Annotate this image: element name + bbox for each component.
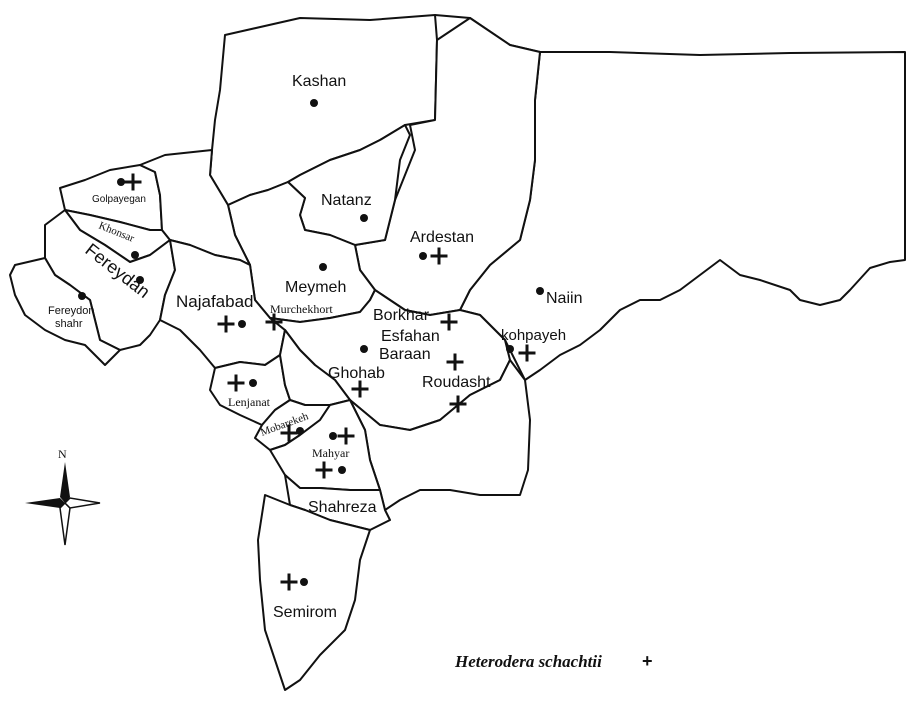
label-esfahan: Esfahan [381,328,440,345]
region-fereydon-shahr [9,257,121,366]
dot-naiin [536,287,544,295]
plus-murchekhort [265,313,283,331]
plus-lenjanat [227,374,245,392]
plus-ardestan [430,247,448,265]
plus-mahyar-b [315,461,333,479]
plus-roudasht [449,395,467,413]
dot-khonsar [131,251,139,259]
dot-natanz [360,214,368,222]
label-meymeh: Meymeh [285,279,346,296]
dot-kashan [310,99,318,107]
legend: Heterodera schachtii + [454,651,653,671]
dot-mahyar-a [329,432,337,440]
dot-najafabad [238,320,246,328]
label-lenjanat: Lenjanat [228,395,271,409]
plus-borkhar [440,313,458,331]
dot-fereydon-shahr [78,292,86,300]
label-roudasht: Roudasht [422,374,491,391]
dot-mobarekeh [296,427,304,435]
north-label: N [58,447,67,461]
label-shahreza: Shahreza [308,499,377,516]
label-semirom: Semirom [273,604,337,621]
label-murchekhort: Murchekhort [270,302,333,316]
occurrence-marks [124,173,536,591]
label-ardestan: Ardestan [410,229,474,246]
dot-meymeh [319,263,327,271]
label-borkhar: Borkhar [373,307,430,324]
compass-south-point [59,501,71,546]
dot-golpayegan [117,178,125,186]
label-najafabad: Najafabad [176,292,254,311]
legend-symbol: + [642,651,653,671]
label-kashan: Kashan [292,73,346,90]
city-dots [78,99,544,586]
plus-semirom [280,573,298,591]
plus-mobarekeh [280,424,298,442]
compass-east-point [63,497,101,509]
label-fereydon: Fereydon [48,305,94,317]
dot-kohpayeh [506,345,514,353]
region-semirom [257,494,371,691]
plus-kohpayeh [518,344,536,362]
label-kohpayeh: kohpayeh [501,327,566,344]
legend-species: Heterodera schachtii [454,652,602,671]
north-arrow: N [25,447,101,546]
dot-semirom [300,578,308,586]
label-shahr: shahr [55,318,83,330]
label-natanz: Natanz [321,192,372,209]
regions [9,14,906,691]
label-golpayegan: Golpayegan [92,194,146,205]
plus-golpayegan [124,173,142,191]
label-mahyar: Mahyar [312,446,349,460]
dot-lenjanat [249,379,257,387]
dot-esfahan [360,345,368,353]
dot-mahyar-b [338,466,346,474]
plus-mahyar-a [337,427,355,445]
plus-baraan [446,353,464,371]
plus-najafabad [217,315,235,333]
label-ghohab: Ghohab [328,365,385,382]
compass-west-point [25,498,65,508]
dot-ardestan [419,252,427,260]
plus-ghohab [351,380,369,398]
dot-fereydan [136,276,144,284]
compass-north-point [60,462,70,503]
label-baraan: Baraan [379,346,431,363]
label-naiin: Naiin [546,290,582,307]
